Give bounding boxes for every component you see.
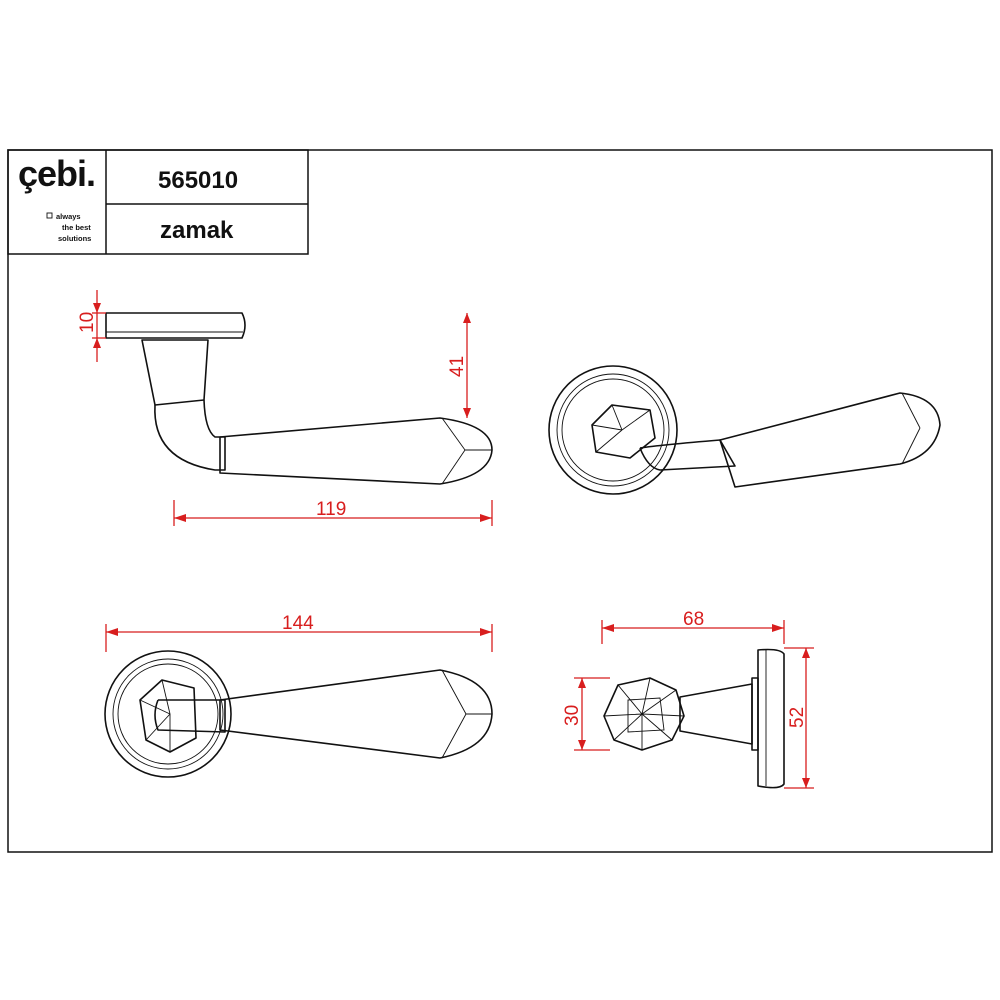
tagline-line-3: solutions: [58, 234, 91, 243]
perspective-view: [548, 365, 941, 495]
dimension-projection: 119: [173, 499, 493, 526]
title-block: çebi. always the best solutions 565010 z…: [7, 149, 309, 255]
dim-label-68: 68: [683, 609, 704, 630]
front-view: [104, 650, 493, 778]
dim-label-41: 41: [447, 356, 468, 377]
dim-label-52: 52: [787, 707, 808, 728]
dimension-rose-thickness: 10: [77, 290, 106, 362]
drawing-border: [7, 149, 993, 853]
brand-logo: çebi.: [18, 153, 95, 194]
dim-label-144: 144: [282, 613, 314, 634]
dimension-rose-depth: 68: [601, 609, 785, 644]
end-view: [603, 648, 785, 789]
dimension-rose-diameter: 52: [784, 647, 814, 789]
dimension-grip-diameter: 30: [562, 677, 610, 751]
side-view: [105, 312, 493, 485]
dim-label-30: 30: [562, 705, 583, 726]
dimension-handle-length: 144: [105, 613, 493, 652]
product-code: 565010: [158, 167, 238, 194]
tagline-line-2: the best: [62, 223, 91, 232]
logo-square-icon: [46, 212, 53, 219]
material-name: zamak: [160, 217, 234, 244]
dimension-handle-height: 41: [447, 313, 471, 418]
tagline-line-1: always: [56, 212, 81, 221]
dim-label-10: 10: [77, 312, 98, 333]
dim-label-119: 119: [316, 499, 346, 520]
